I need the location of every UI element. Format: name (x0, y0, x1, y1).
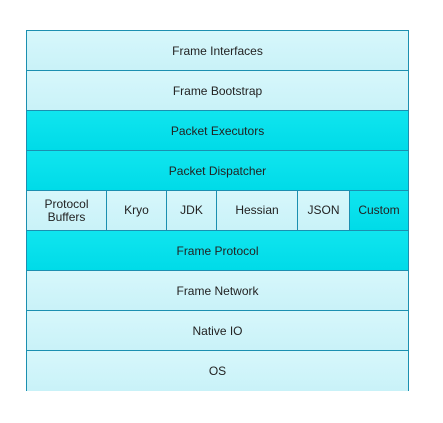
layer-packet-dispatcher: Packet Dispatcher (27, 151, 408, 191)
serializer-label: Custom (358, 203, 400, 217)
layer-label: Packet Executors (170, 123, 265, 138)
divider (216, 191, 217, 230)
serializer-label: Kryo (124, 203, 149, 217)
serializer-json: JSON (298, 191, 349, 230)
layer-serializers: Protocol Buffers Kryo JDK Hessian JSON C… (27, 191, 408, 231)
layer-label: OS (208, 364, 227, 378)
layer-label: Native IO (192, 323, 243, 338)
divider (349, 191, 350, 230)
serializer-label: Protocol Buffers (44, 196, 89, 224)
serializer-label: Hessian (235, 203, 279, 217)
serializer-label: JDK (180, 203, 203, 217)
serializer-jdk: JDK (167, 191, 216, 230)
divider (106, 191, 107, 230)
layer-label: Packet Dispatcher (168, 163, 267, 178)
serializer-custom: Custom (350, 191, 408, 230)
layer-frame-network: Frame Network (27, 271, 408, 311)
layer-os: OS (27, 351, 408, 391)
layer-frame-interfaces: Frame Interfaces (27, 31, 408, 71)
serializer-protocol-buffers: Protocol Buffers (27, 191, 106, 230)
layer-label: Frame Bootstrap (172, 83, 263, 98)
layer-packet-executors: Packet Executors (27, 111, 408, 151)
serializer-kryo: Kryo (107, 191, 166, 230)
serializer-hessian: Hessian (217, 191, 297, 230)
layer-native-io: Native IO (27, 311, 408, 351)
serializer-label: JSON (307, 203, 340, 217)
architecture-stack: Frame Interfaces Frame Bootstrap Packet … (26, 30, 409, 391)
layer-label: Frame Network (176, 283, 259, 298)
divider (166, 191, 167, 230)
layer-label: Frame Protocol (176, 243, 259, 258)
divider (297, 191, 298, 230)
layer-label: Frame Interfaces (172, 43, 263, 58)
layer-frame-protocol: Frame Protocol (27, 231, 408, 271)
layer-frame-bootstrap: Frame Bootstrap (27, 71, 408, 111)
